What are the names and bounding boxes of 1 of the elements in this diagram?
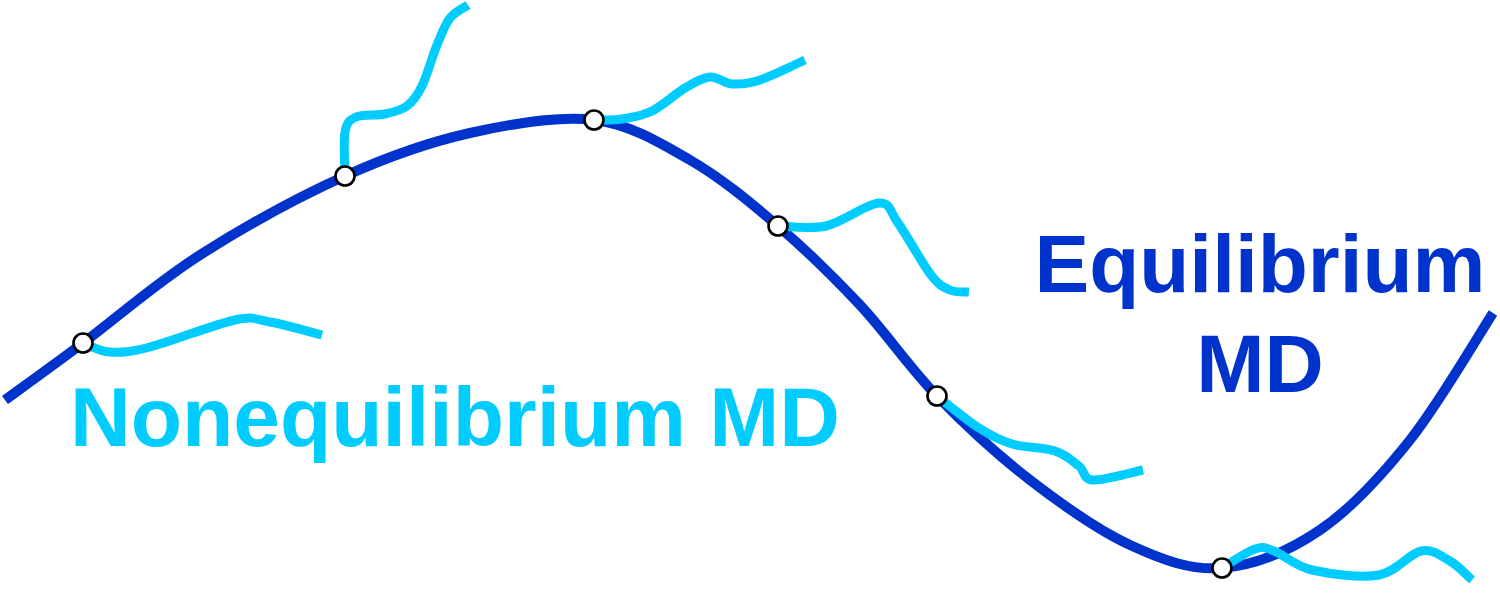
curve-label: Equilibrium MD xyxy=(1033,217,1487,411)
